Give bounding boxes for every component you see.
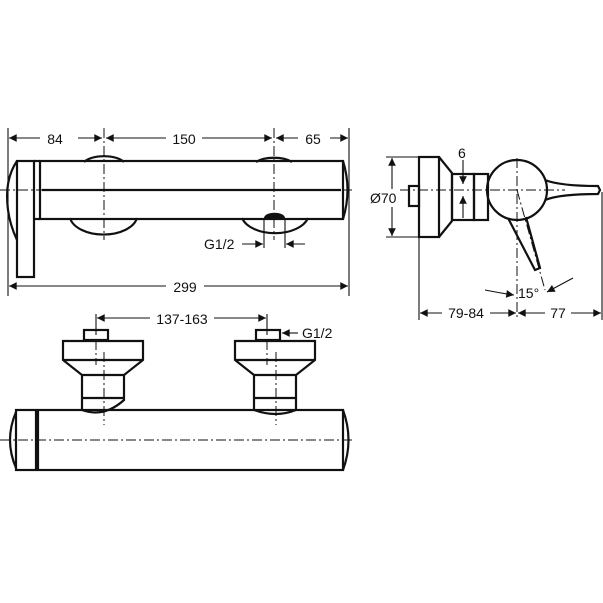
dim-65: 65	[305, 131, 321, 147]
dim-angle: 15°	[518, 285, 539, 301]
dim-299: 299	[173, 279, 197, 295]
dim-lever: 77	[550, 305, 566, 321]
dim-150: 150	[172, 131, 196, 147]
dim-centers: 137-163	[156, 311, 208, 327]
dim-thread-front: G1/2	[302, 325, 333, 341]
top-view: 84 150 65 G1/2 299	[0, 128, 355, 296]
dim-diameter: Ø70	[370, 190, 397, 206]
dim-thread-top: G1/2	[204, 236, 235, 252]
dim-gap: 6	[458, 145, 466, 161]
front-view: 137-163 G1/2	[0, 308, 355, 472]
dim-depth: 79-84	[448, 305, 484, 321]
dim-84: 84	[47, 131, 63, 147]
side-view: Ø70 6 15° 79-84 77	[370, 145, 603, 322]
